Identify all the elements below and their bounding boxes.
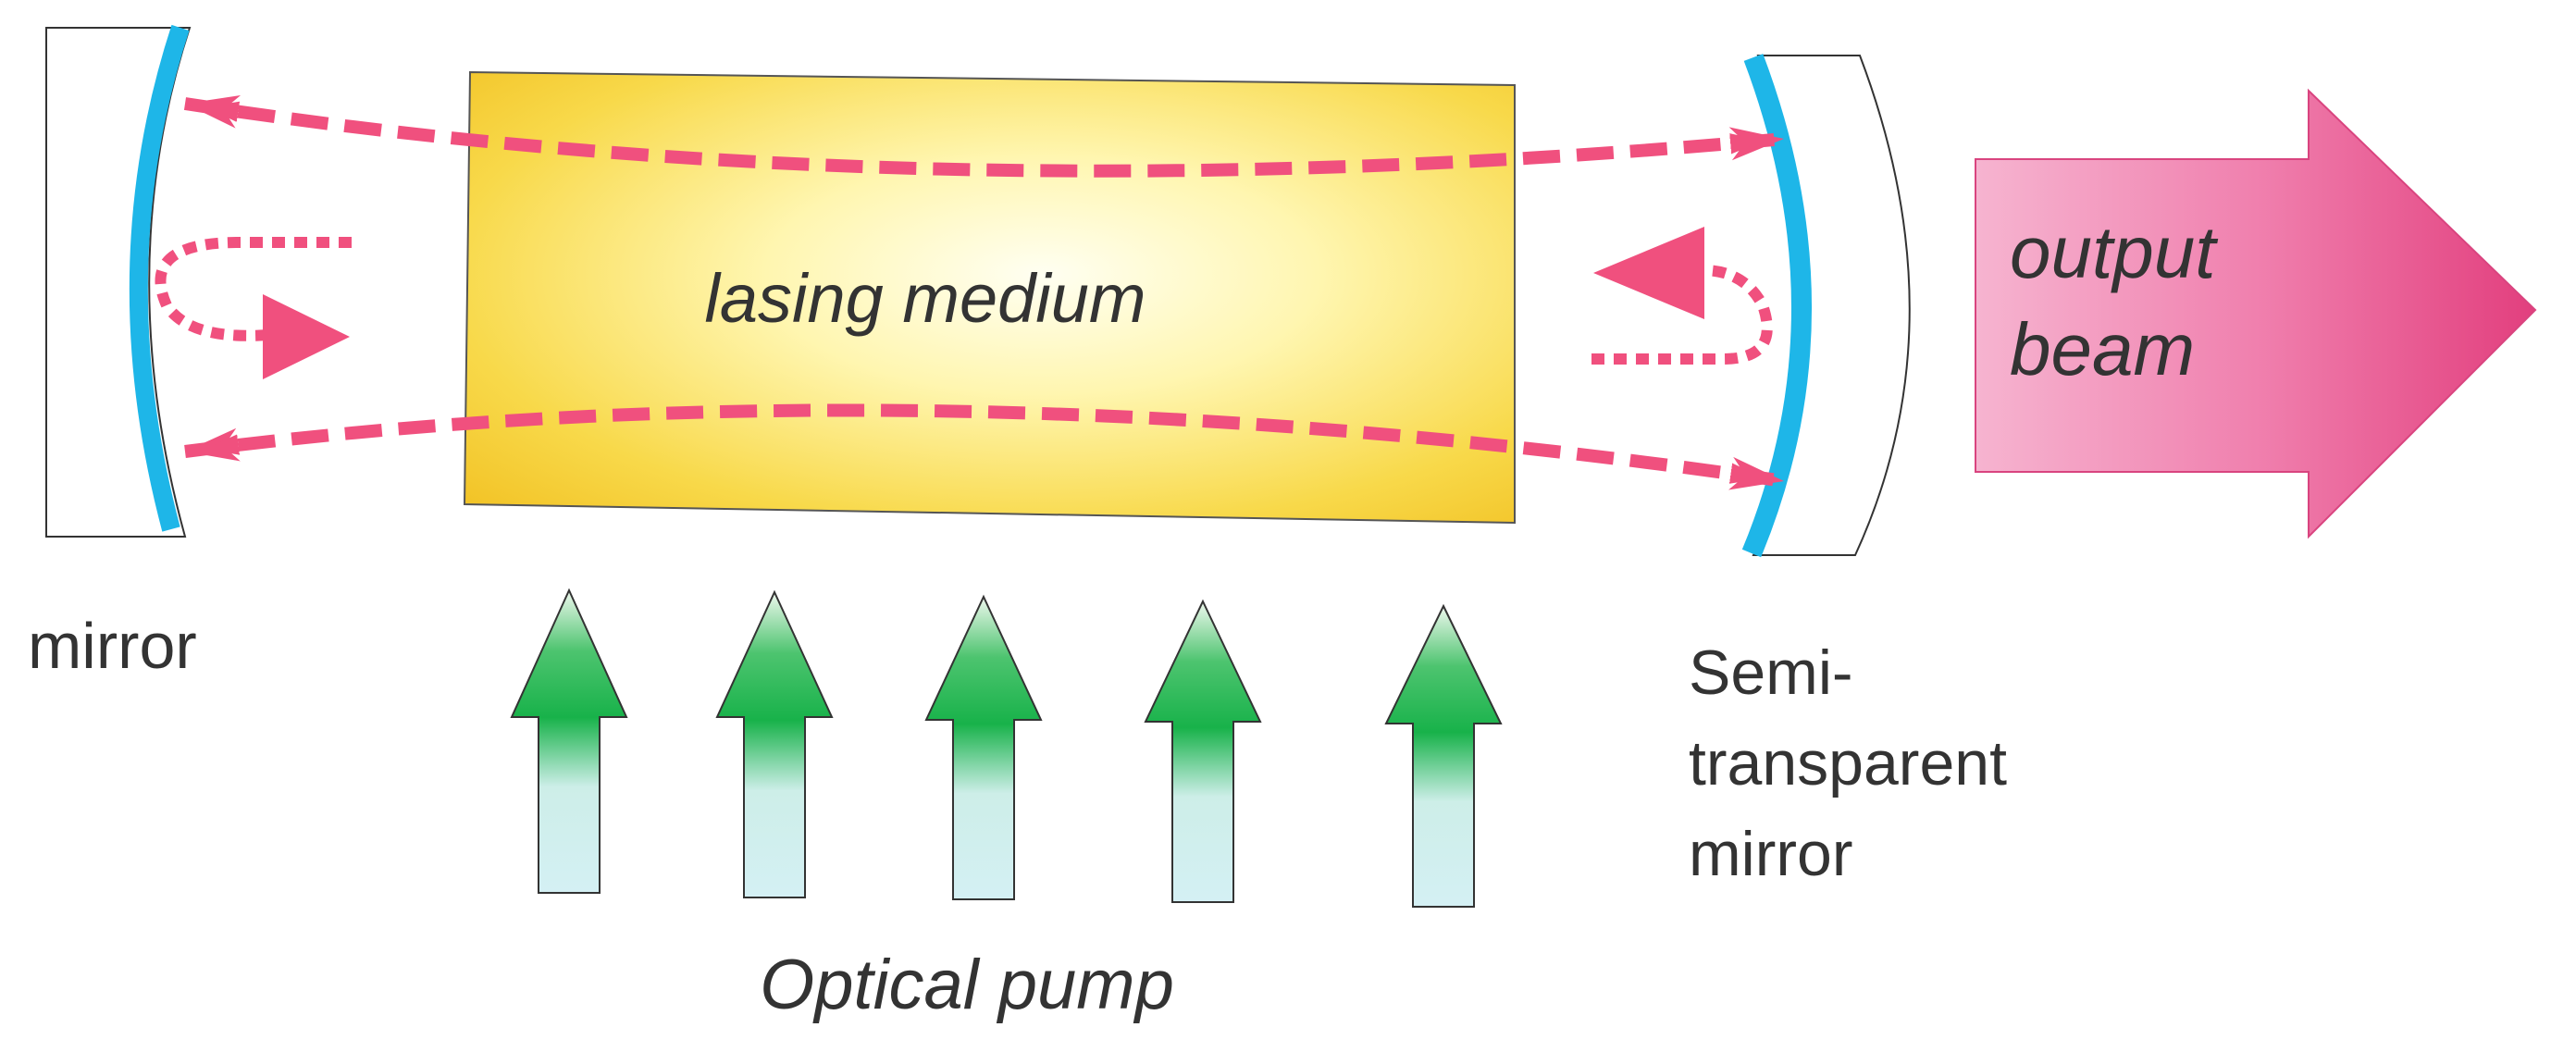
right-mirror-label-line3: mirror [1689, 819, 1853, 889]
output-beam-label-line2: beam [2010, 308, 2195, 390]
beam-paths [183, 104, 1786, 481]
upper-beam-path [183, 104, 1785, 178]
right-loop-arrowhead [1593, 227, 1704, 319]
pump-arrow-icon [1144, 599, 1262, 903]
lower-beam-path [184, 403, 1786, 481]
right-mirror [1741, 54, 1911, 558]
pump-arrow-icon [1384, 603, 1503, 908]
left-loop-arrowhead [263, 294, 350, 379]
right-return-loop [1591, 227, 1773, 365]
left-mirror-label: mirror [28, 610, 197, 682]
output-beam-label-line1: output [2010, 211, 2218, 293]
right-mirror-label-line2: transparent [1689, 728, 2007, 798]
lasing-medium-label: lasing medium [704, 260, 1146, 337]
right-mirror-label-line1: Semi- [1689, 637, 1853, 708]
output-beam-arrow-icon [1975, 88, 2537, 539]
pump-arrow-icon [510, 588, 628, 894]
left-mirror [45, 24, 192, 538]
pump-arrow-icon [715, 589, 834, 898]
curved-mirror-icon [129, 24, 190, 532]
pump-arrow-icon [924, 594, 1043, 900]
lasing-medium: lasing medium [463, 70, 1516, 525]
pump-arrows [510, 588, 1503, 908]
left-return-loop [155, 237, 352, 379]
pump-label: Optical pump [760, 946, 1174, 1024]
output-beam: output beam [1975, 88, 2537, 539]
